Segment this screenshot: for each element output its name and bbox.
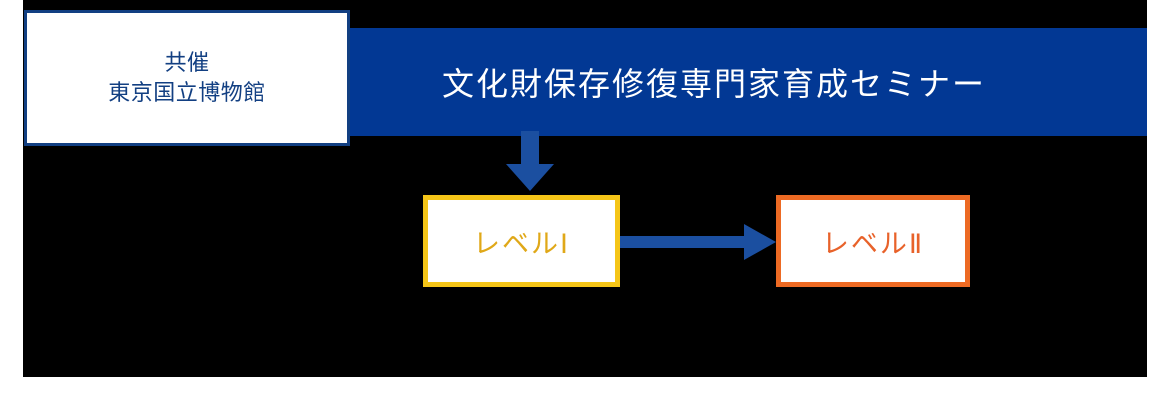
cohost-box: 共催 東京国立博物館 <box>24 10 350 146</box>
seminar-banner: 文化財保存修復専門家育成セミナー <box>350 28 1147 136</box>
cohost-label: 共催 東京国立博物館 <box>108 50 266 105</box>
level-1-box: レベルⅠ <box>423 195 620 287</box>
level-1-label: レベルⅠ <box>473 228 570 259</box>
level-2-box: レベルⅡ <box>776 195 970 287</box>
seminar-banner-title: 文化財保存修復専門家育成セミナー <box>442 66 987 102</box>
arrow-banner-to-level1-icon <box>490 131 570 195</box>
level-2-label: レベルⅡ <box>821 228 925 259</box>
arrow-level1-to-level2-icon <box>618 222 778 262</box>
